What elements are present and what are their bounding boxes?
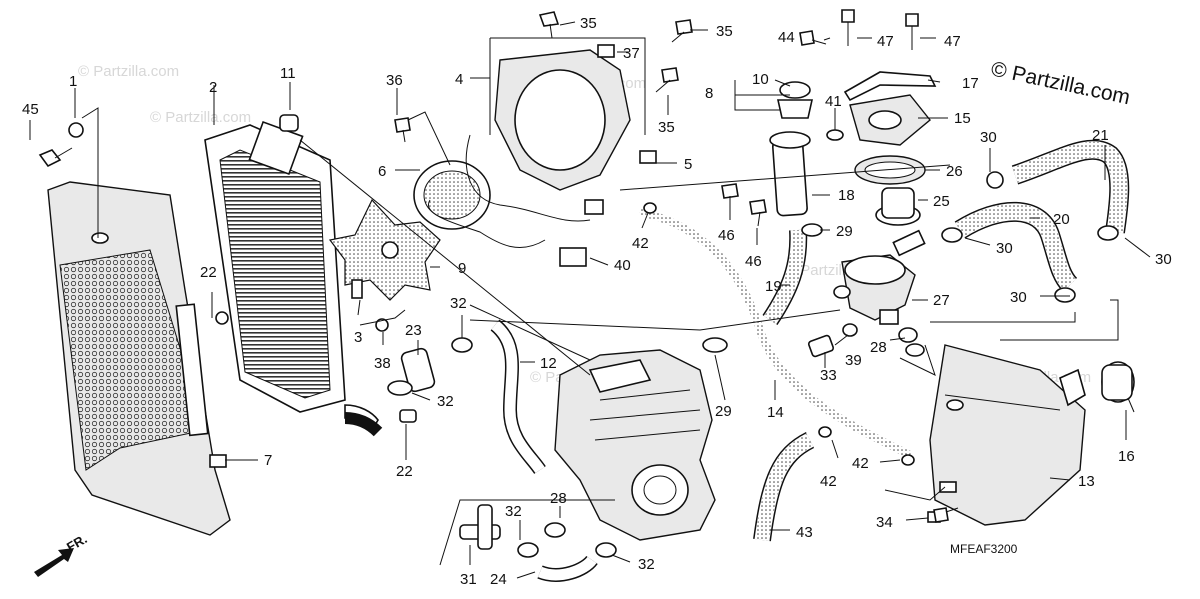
fan-motor [413,160,546,248]
thermostat-cover [849,94,931,146]
part-callout: 11 [280,65,296,82]
filler-pipe [769,131,811,217]
part-callout: 32 [437,393,454,410]
part-callout: 2 [209,79,217,96]
diagram-code: MFEAF3200 [950,542,1018,556]
bracket [843,71,937,102]
part-callout: 13 [1078,473,1095,490]
part-callout: 25 [933,193,950,210]
watermark-text: © Partzilla.com [150,109,251,126]
cooling-fan [328,198,441,301]
fittings [215,114,1119,558]
part-callout: 15 [954,110,971,127]
radiator-shroud [47,181,231,536]
radiator-cap [777,81,813,119]
thermostat [875,187,921,226]
part-callout: 12 [540,355,557,372]
part-callout: 30 [980,129,997,146]
part-callout: 16 [1118,448,1135,465]
part-callout: 42 [632,235,649,252]
part-callout: 1 [69,73,77,90]
part-callout: 31 [460,571,477,588]
reserve-tank [929,344,1086,526]
part-callout: 39 [845,352,862,369]
part-callout: 46 [718,227,735,244]
part-callout: 17 [962,75,979,92]
part-callout: 19 [765,278,782,295]
watermark-text: © Partzilla.com [78,63,179,80]
part-callout: 43 [796,524,813,541]
part-callout: 10 [752,71,769,88]
copyright-notice: © Partzilla.com [989,57,1132,109]
part-callout: 47 [944,33,961,50]
reserve-tank-cap [1101,361,1135,413]
part-callout: 42 [820,473,837,490]
thermostat-housing [833,229,926,325]
part-callout: 9 [458,260,466,277]
part-callout: 42 [852,455,869,472]
part-callout: 30 [1155,251,1172,268]
part-callout: 35 [716,23,733,40]
callouts: 45 1 2 11 36 4 35 35 37 35 5 6 9 3 38 22… [22,15,1172,588]
part-callout: 30 [996,240,1013,257]
part-callout: 35 [658,119,675,136]
leader-lines [29,21,1151,579]
part-callout: 30 [1010,289,1027,306]
part-callout: 27 [933,292,950,309]
radiator [204,120,379,432]
part-callout: 45 [22,101,39,118]
part-callout: 4 [455,71,463,88]
part-callout: 35 [580,15,597,32]
part-callout: 40 [614,257,631,274]
part-callout: 34 [876,514,893,531]
part-callout: 36 [386,72,403,89]
part-callout: 5 [684,156,692,173]
part-callout: 24 [490,571,507,588]
part-callout: 18 [838,187,855,204]
part-callout: 6 [378,163,386,180]
hoses [344,139,1130,582]
part-callout: 46 [745,253,762,270]
part-callout: 28 [870,339,887,356]
bolts [38,9,959,523]
part-callout: 32 [450,295,467,312]
part-callout: 14 [767,404,784,421]
part-callout: 32 [505,503,522,520]
part-callout: 33 [820,367,837,384]
part-callout: 29 [836,223,853,240]
part-callout: 8 [705,85,713,102]
part-callout: 20 [1053,211,1070,228]
part-callout: 41 [825,93,842,110]
part-callout: 47 [877,33,894,50]
part-callout: 38 [374,355,391,372]
part-callout: 28 [550,490,567,507]
part-callout: 7 [264,452,272,469]
part-callout: 37 [623,45,640,62]
part-callout: 32 [638,556,655,573]
part-callout: 26 [946,163,963,180]
part-callout: 29 [715,403,732,420]
fan-shroud [465,49,631,222]
part-callout: 23 [405,322,422,339]
engine [554,349,716,541]
direction-arrow: FR. [34,531,90,577]
part-callout: 22 [200,264,217,281]
part-callout: 21 [1092,127,1109,144]
part-callout: 44 [778,29,795,46]
part-callout: 22 [396,463,413,480]
part-callout: 3 [354,329,362,346]
